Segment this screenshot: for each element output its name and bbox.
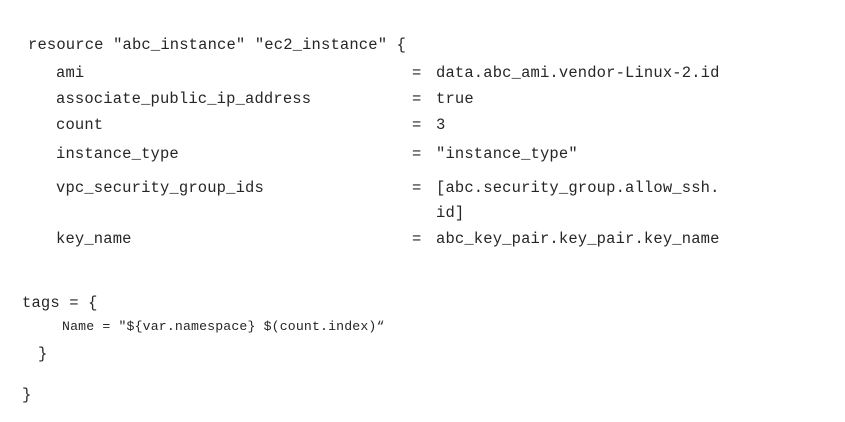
property-row: count = 3 [0, 116, 845, 139]
equals-sign: = [412, 116, 422, 134]
resource-block-header: resource "abc_instance" "ec2_instance" { [28, 35, 407, 54]
property-key-ami: ami [56, 64, 85, 82]
property-row: key_name = abc_key_pair.key_pair.key_nam… [0, 230, 845, 253]
property-key-key-name: key_name [56, 230, 132, 248]
property-row: associate_public_ip_address = true [0, 90, 845, 113]
equals-sign: = [412, 230, 422, 248]
property-value-ami: data.abc_ami.vendor-Linux-2.id [436, 64, 720, 82]
property-value-associate-public-ip-address: true [436, 90, 474, 108]
property-value-count: 3 [436, 116, 446, 134]
property-value-vpc-security-group-ids-continuation: id] [436, 204, 465, 222]
resource-block-close-brace: } [22, 385, 32, 404]
property-row: vpc_security_group_ids = [abc.security_g… [0, 179, 845, 220]
property-value-key-name: abc_key_pair.key_pair.key_name [436, 230, 720, 248]
property-key-associate-public-ip-address: associate_public_ip_address [56, 90, 312, 108]
tags-block-close-brace: } [38, 344, 48, 363]
property-key-vpc-security-group-ids: vpc_security_group_ids [56, 179, 264, 197]
equals-sign: = [412, 64, 422, 82]
property-key-instance-type: instance_type [56, 145, 179, 163]
tags-block-open: tags = { [22, 293, 98, 312]
equals-sign: = [412, 145, 422, 163]
equals-sign: = [412, 90, 422, 108]
property-row: instance_type = "instance_type" [0, 145, 845, 168]
tags-name-assignment: Name = "${var.namespace} $(count.index)“ [62, 319, 385, 335]
property-value-vpc-security-group-ids: [abc.security_group.allow_ssh. [436, 179, 720, 197]
property-value-instance-type: "instance_type" [436, 145, 578, 163]
property-row: ami = data.abc_ami.vendor-Linux-2.id [0, 64, 845, 87]
property-key-count: count [56, 116, 104, 134]
equals-sign: = [412, 179, 422, 197]
